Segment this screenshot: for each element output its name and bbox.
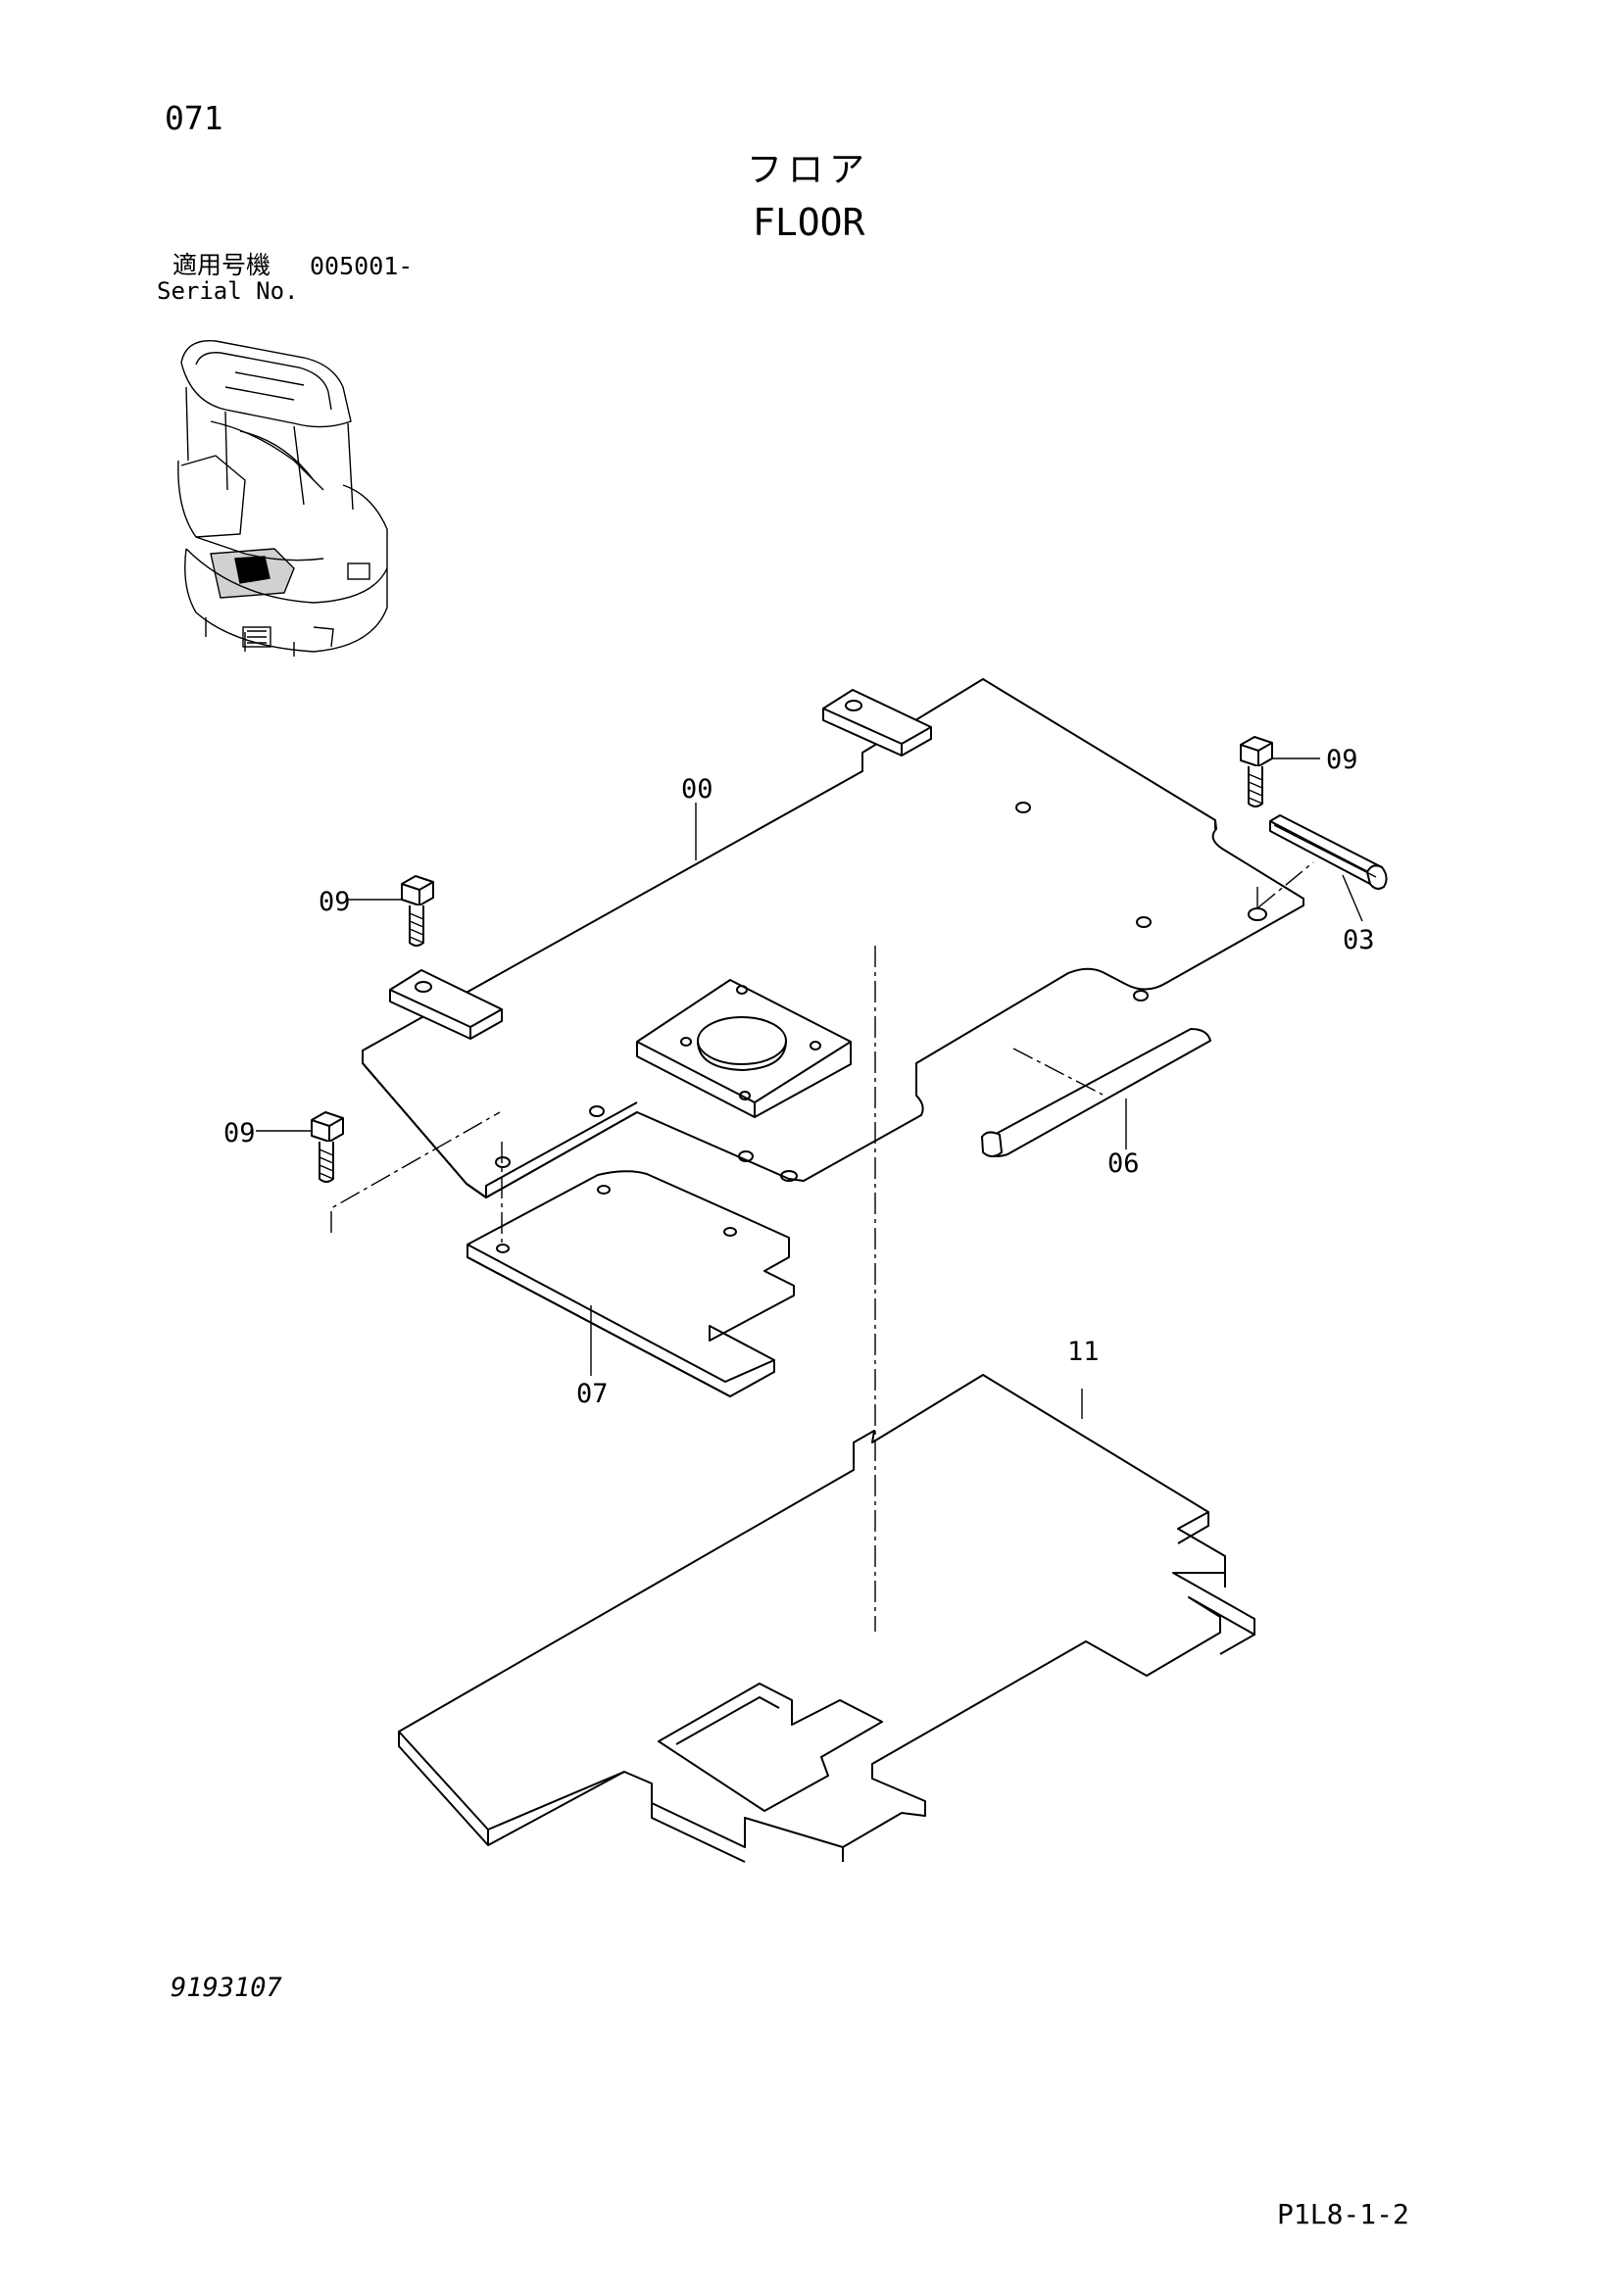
callout-03: 03	[1343, 925, 1375, 955]
part-09-bolt-lower-left	[311, 1111, 344, 1183]
page-code: P1L8-1-2	[1277, 2198, 1409, 2230]
callout-06: 06	[1107, 1148, 1140, 1179]
machine-overview-illustration	[177, 339, 388, 657]
leader-lines	[256, 757, 1363, 1419]
part-09-bolt-top-right	[1240, 736, 1273, 807]
part-11-insulation-sheet	[398, 1374, 1255, 1863]
page-title-english: FLOOR	[753, 201, 865, 244]
drawing-number: 9193107	[171, 1973, 282, 2003]
part-00-floor-plate	[362, 678, 1304, 1198]
part-09-bolt-upper-left	[401, 875, 434, 947]
callout-09-top-right: 09	[1326, 745, 1358, 775]
callout-11: 11	[1067, 1337, 1100, 1367]
callout-09-upper-left: 09	[319, 887, 351, 917]
callout-07: 07	[576, 1379, 609, 1409]
part-06-rubber-seal	[981, 1028, 1211, 1157]
serial-number-range: 005001-	[310, 252, 414, 280]
page-title-japanese: フロア	[747, 150, 871, 190]
callout-00: 00	[681, 774, 713, 805]
alignment-lines	[330, 861, 1314, 1632]
callout-09-lower-left: 09	[223, 1118, 256, 1148]
part-07-floor-mat	[467, 1170, 795, 1397]
serial-label-japanese: 適用号機	[172, 251, 271, 279]
part-03-edge-trim	[1269, 814, 1388, 890]
serial-label-english: Serial No.	[157, 277, 299, 305]
page-number: 071	[165, 99, 223, 137]
